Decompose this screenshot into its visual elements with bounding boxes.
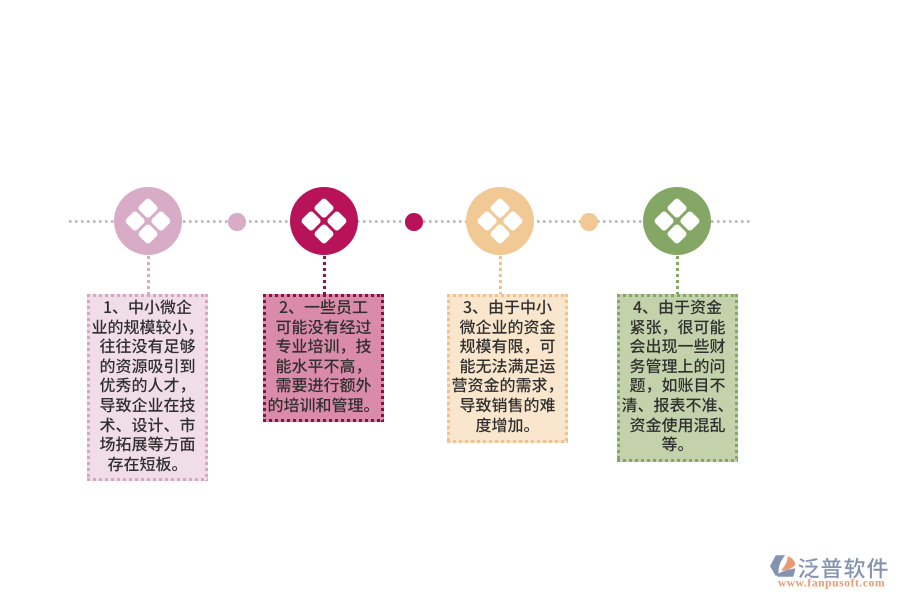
- svg-text:泛普软件: 泛普软件: [798, 555, 890, 583]
- svg-text:www.fanpusoft.com: www.fanpusoft.com: [778, 578, 885, 590]
